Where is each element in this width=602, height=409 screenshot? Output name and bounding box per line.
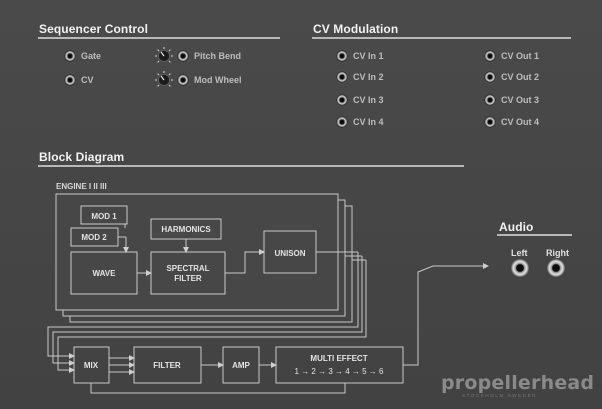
mod-wheel-group[interactable]: Mod Wheel [154, 70, 242, 90]
cv-in-2-group[interactable]: CV In 2 [337, 70, 384, 84]
cv-in-4-label: CV In 4 [353, 117, 384, 127]
mix-text: MIX [84, 361, 99, 370]
cv-jack[interactable] [65, 75, 75, 85]
cv-in-2-label: CV In 2 [353, 72, 384, 82]
cv-in-4-jack[interactable] [337, 117, 347, 127]
block-diagram-heading: Block Diagram [39, 150, 125, 164]
mod1-box [80, 205, 128, 225]
unison-text: UNISON [274, 249, 305, 258]
sequencer-control-heading: Sequencer Control [39, 22, 149, 36]
filter-text: FILTER [153, 361, 181, 370]
multi-effect-text: MULTI EFFECT [310, 354, 367, 363]
effect-chain-text: 1 → 2 → 3 → 4 → 5 → 6 [295, 367, 384, 376]
harmonics-text: HARMONICS [161, 225, 211, 234]
filter-sub-text: FILTER [174, 274, 202, 283]
cv-label: CV [81, 75, 94, 85]
mod-wheel-knob[interactable] [154, 70, 174, 90]
wave-text: WAVE [93, 269, 117, 278]
cv-out-3-group[interactable]: CV Out 3 [485, 93, 539, 107]
cv-out-2-label: CV Out 2 [501, 72, 540, 82]
cv-out-4-jack[interactable] [485, 117, 495, 127]
block-diagram-rule [38, 165, 464, 167]
spectral-text: SPECTRAL [166, 264, 209, 273]
audio-right-label: Right [546, 248, 569, 258]
cv-out-3-jack[interactable] [485, 95, 495, 105]
cv-in-1-label: CV In 1 [353, 51, 384, 61]
audio-heading: Audio [499, 220, 534, 234]
cv-in-1-group[interactable]: CV In 1 [337, 49, 384, 63]
brand-tagline: STOCKHOLM SWEDEN [462, 393, 538, 398]
cv-in-2-jack[interactable] [337, 72, 347, 82]
amp-text: AMP [232, 361, 250, 370]
gate-label: Gate [81, 51, 102, 61]
brand-logo: propellerhead [441, 372, 595, 394]
cv-in-1-jack[interactable] [337, 51, 347, 61]
cv-out-4-label: CV Out 4 [501, 117, 540, 127]
engine-label: ENGINE I II III [56, 182, 107, 191]
audio-left-label: Left [511, 248, 528, 258]
cv-out-3-label: CV Out 3 [501, 95, 540, 105]
cv-out-1-group[interactable]: CV Out 1 [485, 49, 539, 63]
cv-out-1-label: CV Out 1 [501, 51, 540, 61]
cv-jack-group[interactable]: CV [65, 73, 94, 87]
mod1-text: MOD 1 [91, 212, 117, 221]
pitch-bend-group[interactable]: Pitch Bend [154, 46, 241, 66]
mod-wheel-jack[interactable] [178, 75, 188, 85]
cv-out-2-jack[interactable] [485, 72, 495, 82]
cv-in-3-jack[interactable] [337, 95, 347, 105]
audio-rule [497, 234, 572, 236]
pitch-bend-knob[interactable] [154, 46, 174, 66]
mod-wheel-label: Mod Wheel [194, 75, 242, 85]
cv-in-3-label: CV In 3 [353, 95, 384, 105]
gate-jack-group[interactable]: Gate [65, 49, 101, 63]
cv-out-1-jack[interactable] [485, 51, 495, 61]
multi-effect-box [275, 346, 404, 384]
pitch-bend-jack[interactable] [178, 51, 188, 61]
audio-left-jack[interactable] [511, 259, 529, 277]
cv-modulation-rule [312, 37, 571, 39]
gate-jack[interactable] [65, 51, 75, 61]
cv-out-4-group[interactable]: CV Out 4 [485, 115, 539, 129]
cv-out-2-group[interactable]: CV Out 2 [485, 70, 539, 84]
cv-in-4-group[interactable]: CV In 4 [337, 115, 384, 129]
sequencer-rule [38, 37, 280, 39]
cv-modulation-heading: CV Modulation [313, 22, 399, 36]
audio-right-jack[interactable] [547, 259, 565, 277]
cv-in-3-group[interactable]: CV In 3 [337, 93, 384, 107]
mod2-text: MOD 2 [81, 233, 107, 242]
pitch-bend-label: Pitch Bend [194, 51, 242, 61]
